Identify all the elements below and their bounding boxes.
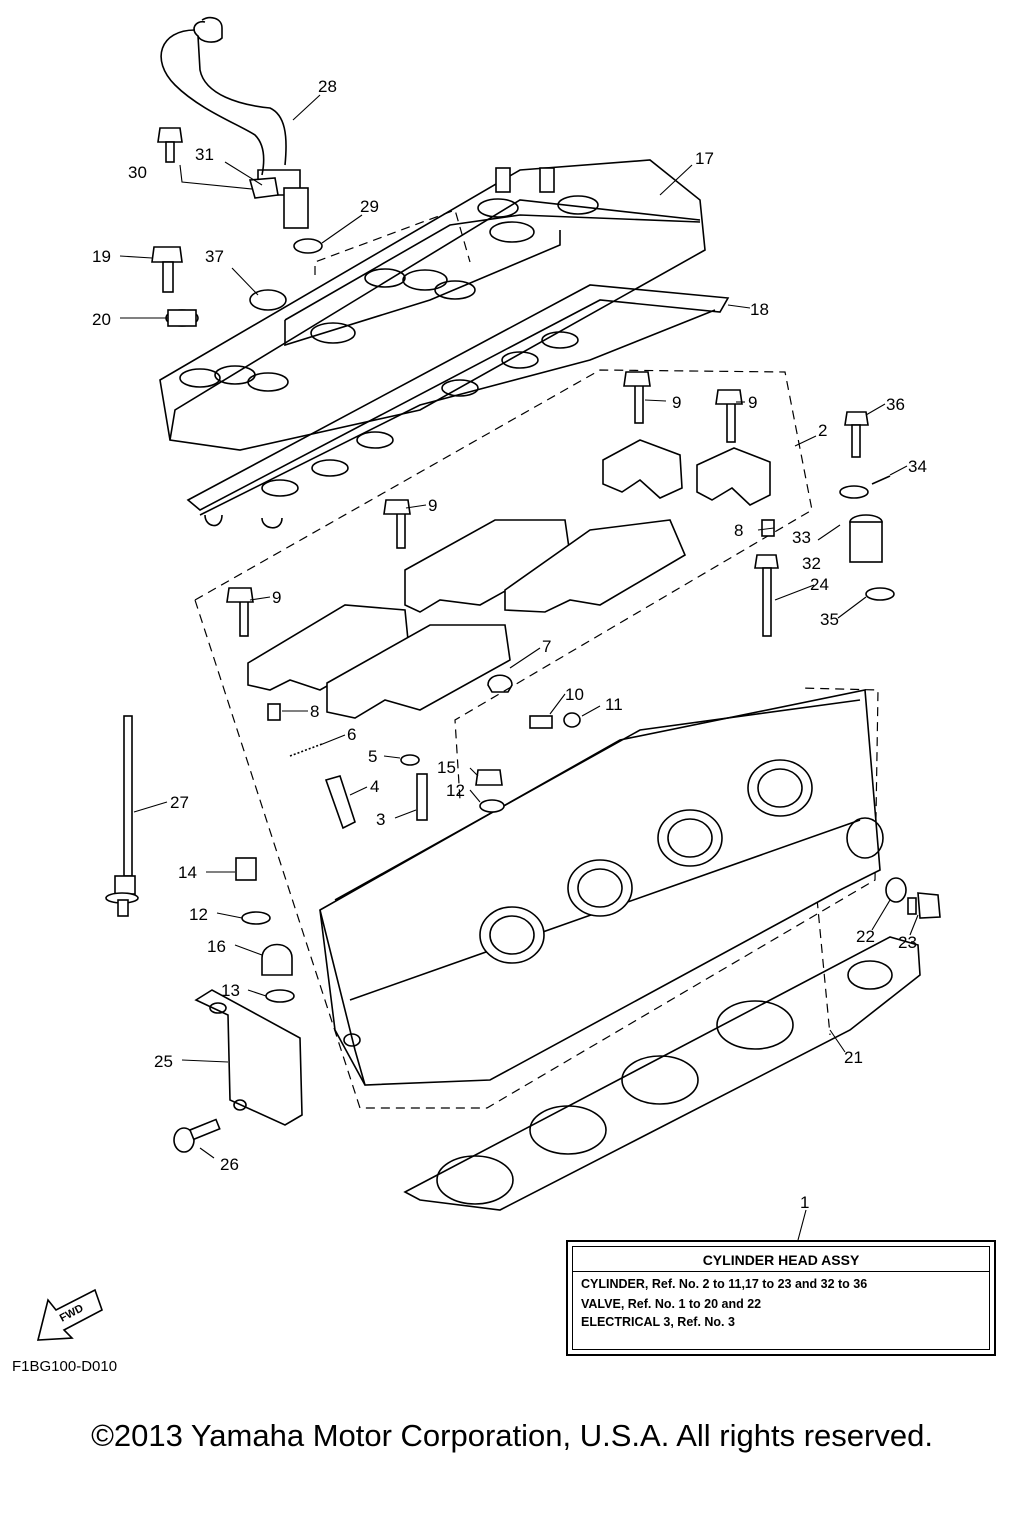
label-14: 14 [178, 863, 197, 882]
nut-14 [235, 857, 257, 881]
o-ring-35 [865, 587, 895, 601]
plug-23 [907, 892, 941, 919]
label-4: 4 [370, 777, 379, 796]
head-gasket-21 [403, 936, 921, 1211]
cam-cap-upper [602, 371, 771, 506]
washer-13 [265, 989, 295, 1003]
label-13: 13 [221, 981, 240, 1000]
assembly-line-cylinder: CYLINDER, Ref. No. 2 to 11,17 to 23 and … [581, 1277, 868, 1291]
cylinder-head [319, 689, 884, 1086]
breather-hose [160, 16, 309, 229]
assembly-line-valve: VALVE, Ref. No. 1 to 20 and 22 [581, 1297, 762, 1311]
label-36: 36 [886, 395, 905, 414]
cap-nut-16 [261, 943, 293, 976]
label-24: 24 [810, 575, 829, 594]
bolt-36 [844, 411, 869, 458]
label-12a: 12 [446, 781, 465, 800]
bracket-25 [194, 989, 303, 1126]
dowel-8b [267, 703, 281, 721]
copyright-notice: ©2013 Yamaha Motor Corporation, U.S.A. A… [91, 1418, 933, 1453]
washer-12 [241, 911, 271, 925]
label-9c: 9 [428, 496, 437, 515]
label-32: 32 [802, 554, 821, 573]
temp-sensor-27 [105, 715, 139, 917]
valve-cover [159, 159, 706, 451]
valve-parts [289, 674, 581, 830]
bolt-24 [754, 554, 779, 637]
label-28: 28 [318, 77, 337, 96]
label-8b: 8 [310, 702, 319, 721]
label-22: 22 [856, 927, 875, 946]
washer-22 [885, 877, 907, 903]
grommet-20 [165, 309, 199, 327]
label-16: 16 [207, 937, 226, 956]
label-30: 30 [128, 163, 147, 182]
washer-33 [839, 485, 869, 499]
cam-group-boundary [194, 369, 879, 1109]
part-labels: 28 31 30 29 17 19 37 20 18 9 9 2 36 34 9… [92, 77, 927, 1212]
label-11: 11 [605, 695, 623, 714]
label-6: 6 [347, 725, 356, 744]
plug-32 [849, 514, 883, 563]
label-9a: 9 [672, 393, 681, 412]
assembly-reference-box: CYLINDER HEAD ASSY CYLINDER, Ref. No. 2 … [566, 1240, 996, 1356]
label-5: 5 [368, 747, 377, 766]
label-33: 33 [792, 528, 811, 547]
label-25: 25 [154, 1052, 173, 1071]
label-35: 35 [820, 610, 839, 629]
bolt-26 [173, 1118, 221, 1153]
label-8a: 8 [734, 521, 743, 540]
label-1: 1 [800, 1193, 809, 1212]
label-15: 15 [437, 758, 456, 777]
label-34: 34 [908, 457, 927, 476]
label-9d: 9 [272, 588, 281, 607]
label-26: 26 [220, 1155, 239, 1174]
diagram-code: F1BG100-D010 [12, 1358, 118, 1375]
label-29: 29 [360, 197, 379, 216]
label-12b: 12 [189, 905, 208, 924]
label-20: 20 [92, 310, 111, 329]
label-19: 19 [92, 247, 111, 266]
label-10: 10 [565, 685, 584, 704]
label-9b: 9 [748, 393, 757, 412]
assembly-line-electrical: ELECTRICAL 3, Ref. No. 3 [581, 1315, 735, 1329]
label-21: 21 [844, 1048, 863, 1067]
label-7: 7 [542, 637, 551, 656]
label-17: 17 [695, 149, 714, 168]
label-23: 23 [898, 933, 917, 952]
cam-carrier-middle [226, 499, 687, 719]
leader-lines [119, 94, 919, 1241]
label-18: 18 [750, 300, 769, 319]
label-27: 27 [170, 793, 189, 812]
label-2: 2 [818, 421, 827, 440]
label-3: 3 [376, 810, 385, 829]
assembly-reference-inner: CYLINDER HEAD ASSY CYLINDER, Ref. No. 2 … [572, 1246, 990, 1350]
valve-cover-gasket [186, 284, 730, 529]
o-ring-29 [293, 238, 323, 254]
assembly-title: CYLINDER HEAD ASSY [573, 1249, 989, 1272]
label-31: 31 [195, 145, 214, 164]
bolt-30 [157, 127, 279, 199]
bolt-19 [151, 246, 183, 293]
cap-37 [249, 289, 287, 311]
label-37: 37 [205, 247, 224, 266]
fwd-arrow-icon: FWD [36, 1288, 103, 1341]
pin-34 [871, 475, 891, 485]
